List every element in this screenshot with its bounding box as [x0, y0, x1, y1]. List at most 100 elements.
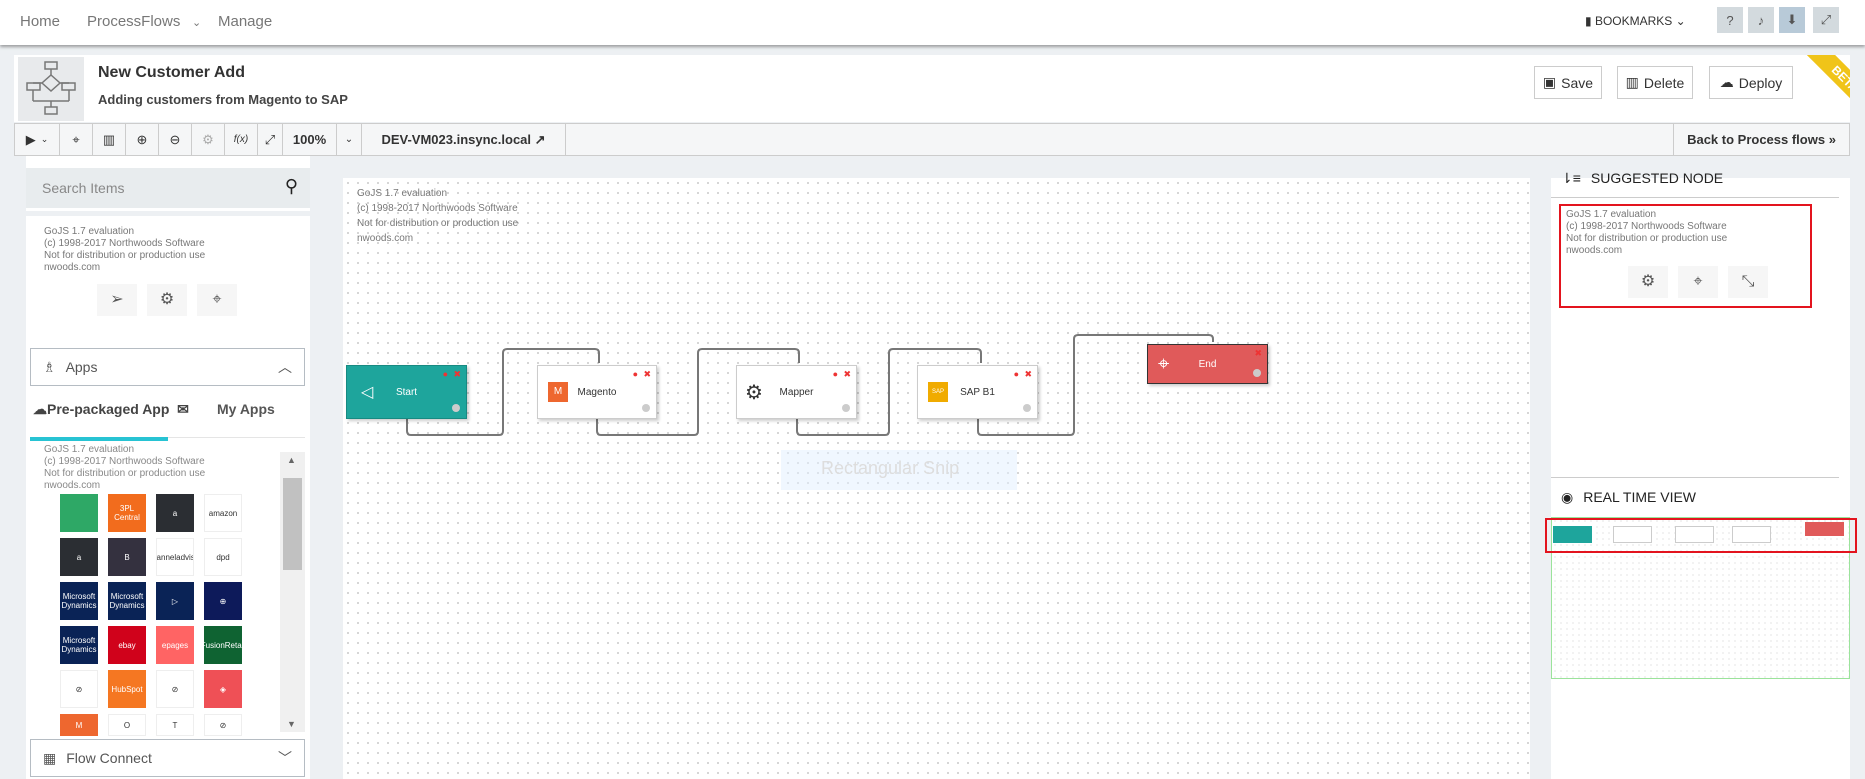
pin-icon[interactable]: ●: [442, 369, 448, 379]
app-tile[interactable]: Microsoft Dynamics: [60, 582, 98, 620]
trash-icon[interactable]: ▥: [93, 124, 126, 155]
expand-icon[interactable]: ⤢: [1813, 7, 1839, 33]
target-icon[interactable]: ⌖: [60, 124, 93, 155]
scrollbar-thumb[interactable]: [283, 478, 302, 570]
close-icon[interactable]: ✖: [453, 369, 461, 379]
tab-my-apps[interactable]: My Apps: [217, 401, 275, 417]
nav-manage[interactable]: Manage: [218, 13, 273, 30]
tab-prepackaged-app[interactable]: ☁Pre-packaged App ✉: [33, 401, 189, 418]
app-tile[interactable]: B: [108, 538, 146, 576]
node-end[interactable]: ⌖End✖: [1147, 344, 1268, 384]
help-icon[interactable]: ?: [1717, 7, 1743, 33]
paper-plane-icon[interactable]: ➢: [97, 284, 137, 316]
node-mapper[interactable]: ⚙Mapper●✖: [736, 365, 857, 419]
app-tile[interactable]: ⊘: [204, 714, 242, 736]
fullscreen-icon[interactable]: ⤢: [258, 124, 283, 155]
app-tile[interactable]: M: [60, 714, 98, 736]
real-time-view-header: ◉REAL TIME VIEW: [1561, 488, 1696, 506]
divider: [1551, 197, 1839, 198]
flow-connect-label: Flow Connect: [66, 750, 152, 766]
app-tile[interactable]: amazon: [204, 494, 242, 532]
back-to-process-flows[interactable]: Back to Process flows »: [1673, 124, 1849, 155]
bookmarks-label: BOOKMARKS: [1594, 14, 1673, 28]
wm-line: Not for distribution or production use: [357, 218, 519, 229]
nav-home[interactable]: Home: [20, 13, 61, 30]
diagram-canvas[interactable]: GoJS 1.7 evaluation(c) 1998-2017 Northwo…: [343, 178, 1530, 779]
gear-icon[interactable]: ⚙: [147, 284, 187, 316]
flow-connect-accordion[interactable]: ▦Flow Connect﹀: [30, 739, 305, 777]
pin-icon[interactable]: ●: [832, 369, 838, 379]
save-button[interactable]: ▣Save: [1534, 66, 1602, 99]
zoom-dropdown[interactable]: ⌄: [337, 124, 362, 155]
app-tile[interactable]: ⊘: [60, 670, 98, 708]
bookmarks-menu[interactable]: ▮ BOOKMARKS ⌄: [1585, 14, 1686, 28]
zoom-out-icon[interactable]: ⊖: [159, 124, 192, 155]
expand-arrows-icon[interactable]: ⤡: [1728, 266, 1768, 298]
bookmark-icon: ▮: [1585, 14, 1595, 28]
app-tile[interactable]: a: [60, 538, 98, 576]
close-icon[interactable]: ✖: [1254, 348, 1262, 358]
port[interactable]: [452, 404, 460, 412]
app-tile[interactable]: channeladvisor: [156, 538, 194, 576]
zoom-level[interactable]: 100%: [283, 124, 337, 155]
app-tile[interactable]: ◈: [204, 670, 242, 708]
port[interactable]: [642, 404, 650, 412]
mini-node-sap: [1732, 526, 1771, 543]
wm-line: nwoods.com: [1566, 245, 1623, 256]
node-label: Mapper: [779, 386, 814, 398]
app-tile[interactable]: FusionRetail: [204, 626, 242, 664]
overview-canvas[interactable]: [1551, 517, 1850, 679]
zoom-in-icon[interactable]: ⊕: [126, 124, 159, 155]
gear-icon[interactable]: ⚙: [1628, 266, 1668, 298]
node-label: Start: [395, 386, 418, 398]
crosshair-icon[interactable]: ⌖: [197, 284, 237, 316]
app-tile[interactable]: HubSpot: [108, 670, 146, 708]
pin-icon[interactable]: ●: [1013, 369, 1019, 379]
server-link[interactable]: DEV-VM023.insync.local ↗: [362, 124, 566, 155]
app-tile[interactable]: ⊘: [156, 670, 194, 708]
run-dropdown[interactable]: ▶ ⌄: [15, 124, 60, 155]
overview-viewport[interactable]: [1545, 518, 1857, 553]
app-tile[interactable]: a: [156, 494, 194, 532]
app-tile[interactable]: ebay: [108, 626, 146, 664]
delete-button[interactable]: ▥Delete: [1617, 66, 1693, 99]
app-tile[interactable]: ⊕: [204, 582, 242, 620]
download-icon[interactable]: ⬇: [1779, 7, 1805, 33]
app-tile[interactable]: O: [108, 714, 146, 736]
mini-node-mapper: [1675, 526, 1714, 543]
close-icon[interactable]: ✖: [843, 369, 851, 379]
crosshair-icon[interactable]: ⌖: [1678, 266, 1718, 298]
scroll-down-icon[interactable]: ▼: [287, 719, 296, 729]
palette-scrollbar[interactable]: ▲ ▼: [280, 452, 305, 732]
deploy-button[interactable]: ☁Deploy: [1709, 66, 1793, 99]
wm-line: Not for distribution or production use: [44, 468, 206, 479]
bell-icon[interactable]: ♪: [1748, 7, 1774, 33]
apps-accordion[interactable]: ♗Apps︿: [30, 348, 305, 386]
gears-icon[interactable]: ⚙: [192, 124, 225, 155]
app-tile[interactable]: Microsoft Dynamics: [108, 582, 146, 620]
close-icon[interactable]: ✖: [643, 369, 651, 379]
app-tile[interactable]: [60, 494, 98, 532]
snip-overlay: Rectangular Snip: [781, 450, 1017, 490]
app-tile[interactable]: ▷: [156, 582, 194, 620]
node-start[interactable]: ◁Start●✖: [346, 365, 467, 419]
function-icon[interactable]: f(x): [225, 124, 258, 155]
wm-line: nwoods.com: [357, 233, 414, 244]
app-tile[interactable]: epages: [156, 626, 194, 664]
port[interactable]: [1023, 404, 1031, 412]
app-tile[interactable]: dpd: [204, 538, 242, 576]
nav-processflows[interactable]: ProcessFlows: [87, 13, 181, 30]
chevron-down-icon[interactable]: ⌄: [192, 17, 202, 29]
port[interactable]: [1253, 369, 1261, 377]
search-input[interactable]: Search Items⚲: [26, 168, 310, 208]
port[interactable]: [842, 404, 850, 412]
search-icon[interactable]: ⚲: [284, 176, 298, 196]
app-tile[interactable]: T: [156, 714, 194, 736]
app-tile[interactable]: 3PL Central: [108, 494, 146, 532]
scroll-up-icon[interactable]: ▲: [287, 455, 296, 465]
close-icon[interactable]: ✖: [1024, 369, 1032, 379]
app-tile[interactable]: Microsoft Dynamics: [60, 626, 98, 664]
pin-icon[interactable]: ●: [632, 369, 638, 379]
